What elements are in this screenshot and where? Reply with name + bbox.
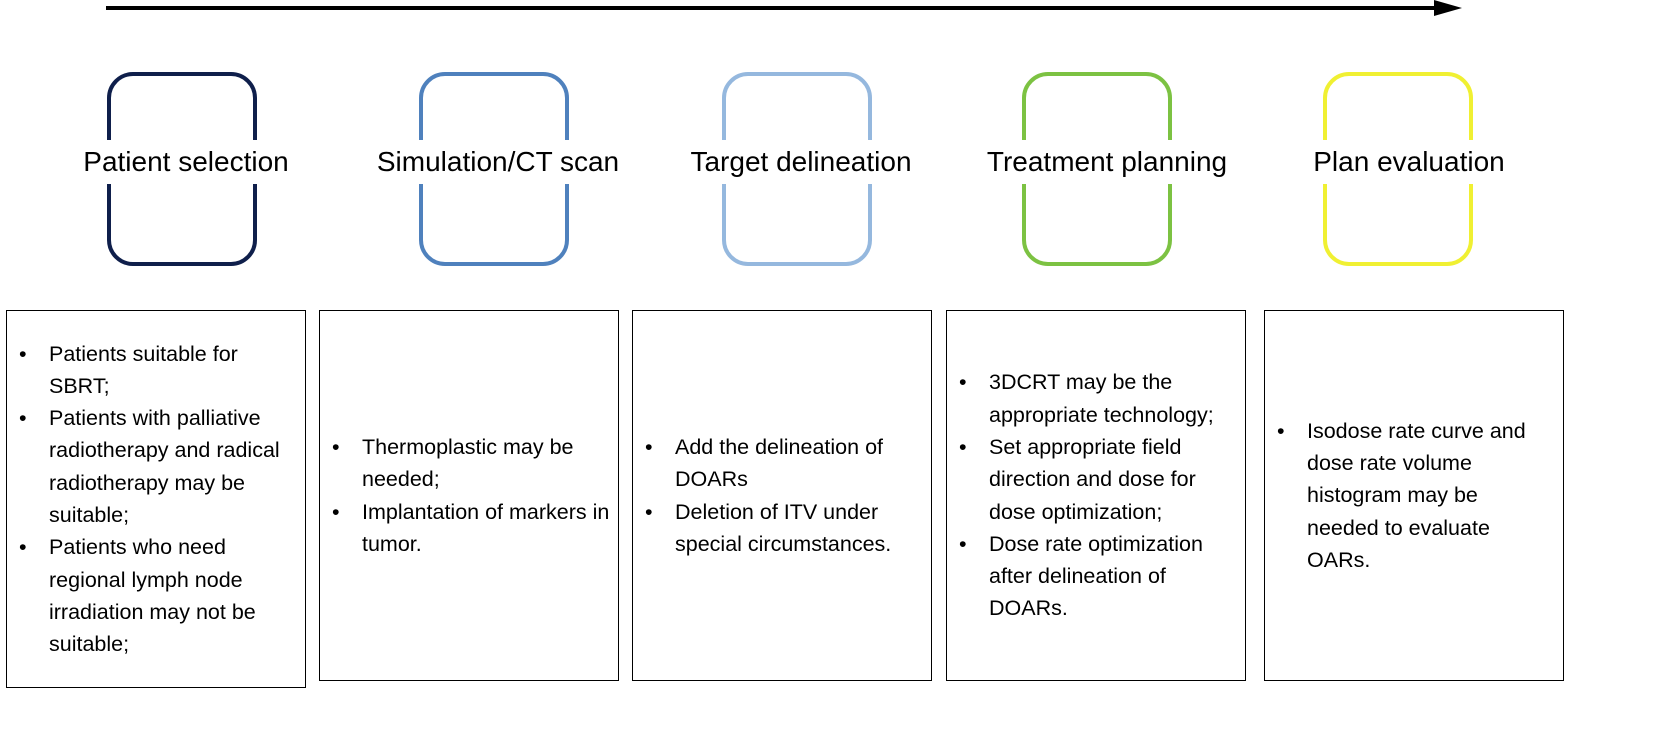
timeline-arrow [106, 0, 1462, 16]
step-description-patient-selection: Patients suitable for SBRT; Patients wit… [6, 310, 306, 688]
bullet-item: Implantation of markers in tumor. [320, 496, 618, 561]
bullet-item: Isodose rate curve and dose rate volume … [1265, 415, 1563, 576]
bullet-item: Dose rate optimization after delineation… [947, 528, 1245, 625]
step-title-simulation-ct-scan: Simulation/CT scan [357, 140, 639, 184]
bullet-item: Set appropriate field direction and dose… [947, 431, 1245, 528]
step-description-plan-evaluation: Isodose rate curve and dose rate volume … [1264, 310, 1564, 681]
step-description-treatment-planning: 3DCRT may be the appropriate technology;… [946, 310, 1246, 681]
step-description-simulation-ct-scan: Thermoplastic may be needed; Implantatio… [319, 310, 619, 681]
step-description-target-delineation: Add the delineation of DOARs Deletion of… [632, 310, 932, 681]
step-title-target-delineation: Target delineation [670, 140, 932, 184]
bullet-item: Thermoplastic may be needed; [320, 431, 618, 496]
bullet-list: Add the delineation of DOARs Deletion of… [633, 431, 931, 560]
bullet-item: Patients with palliative radiotherapy an… [7, 402, 305, 531]
bullet-list: Isodose rate curve and dose rate volume … [1265, 415, 1563, 576]
step-title-patient-selection: Patient selection [67, 140, 305, 184]
bullet-item: Patients who need regional lymph node ir… [7, 531, 305, 660]
bullet-item: Add the delineation of DOARs [633, 431, 931, 496]
bullet-item: Deletion of ITV under special circumstan… [633, 496, 931, 561]
bullet-list: Thermoplastic may be needed; Implantatio… [320, 431, 618, 560]
step-title-plan-evaluation: Plan evaluation [1294, 140, 1524, 184]
bullet-item: Patients suitable for SBRT; [7, 338, 305, 403]
step-title-treatment-planning: Treatment planning [968, 140, 1246, 184]
bullet-item: 3DCRT may be the appropriate technology; [947, 366, 1245, 431]
bullet-list: Patients suitable for SBRT; Patients wit… [7, 338, 305, 661]
timeline-arrow-head [1434, 0, 1462, 16]
bullet-list: 3DCRT may be the appropriate technology;… [947, 366, 1245, 624]
